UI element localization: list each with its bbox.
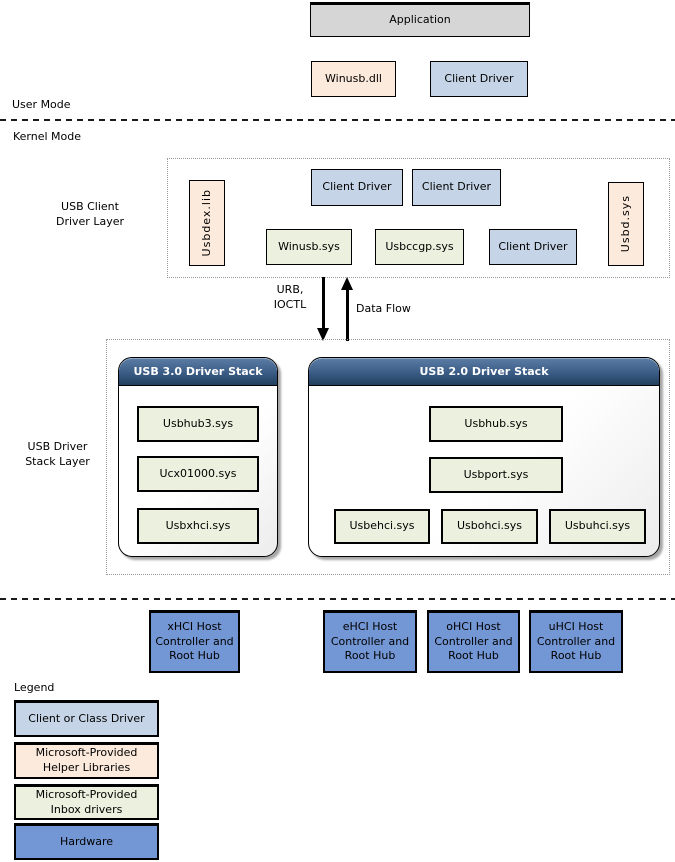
urb-ioctl-label: URB, IOCTL (273, 283, 307, 312)
application-box: Application (310, 2, 530, 37)
usbdex-lib-box: Usbdex.lib (189, 180, 225, 266)
usbhub-sys-box: Usbhub.sys (429, 406, 563, 442)
up-arrow-icon (341, 277, 353, 290)
legend-title: Legend (14, 681, 55, 694)
usbuhci-sys-box: Usbuhci.sys (549, 509, 646, 544)
usb2-stack-header: USB 2.0 Driver Stack (309, 358, 659, 386)
user-mode-label: User Mode (12, 98, 71, 111)
usbport-sys-box: Usbport.sys (429, 457, 563, 493)
legend-hardware: Hardware (14, 823, 159, 860)
usbd-sys-text: Usbd.sys (618, 195, 632, 253)
client-driver-box-3: Client Driver (489, 229, 577, 265)
down-arrow-icon (317, 328, 329, 341)
ucx01000-sys-box: Ucx01000.sys (137, 456, 259, 492)
legend-client-or-class-driver: Client or Class Driver (14, 700, 159, 737)
usb-driver-stack-layer-box (106, 339, 670, 575)
client-driver-box-2: Client Driver (412, 169, 501, 206)
data-flow-label: Data Flow (356, 302, 411, 315)
client-driver-box-1: Client Driver (311, 169, 403, 206)
usbd-sys-box: Usbd.sys (608, 182, 644, 266)
usb2-driver-stack: USB 2.0 Driver Stack Usbhub.sys Usbport.… (308, 357, 660, 557)
ehci-host-controller-box: eHCI Host Controller and Root Hub (323, 610, 417, 673)
down-arrow-shaft (322, 277, 325, 329)
up-arrow-shaft (346, 289, 349, 341)
usb-client-driver-layer-box (167, 158, 670, 278)
xhci-host-controller-box: xHCI Host Controller and Root Hub (149, 610, 240, 673)
usbxhci-sys-box: Usbxhci.sys (137, 508, 259, 544)
usb-client-driver-layer-label: USB Client Driver Layer (55, 200, 124, 229)
winusb-sys-box: Winusb.sys (266, 229, 352, 265)
winusb-dll-box: Winusb.dll (311, 61, 396, 97)
kernel-hardware-divider (0, 598, 675, 600)
client-driver-usermode-box: Client Driver (430, 61, 528, 97)
ohci-host-controller-box: oHCI Host Controller and Root Hub (427, 610, 520, 673)
usb-driver-stack-layer-label: USB Driver Stack Layer (25, 440, 90, 469)
usbohci-sys-box: Usbohci.sys (441, 509, 538, 544)
legend-helper-libraries: Microsoft-Provided Helper Libraries (14, 742, 159, 779)
kernel-mode-label: Kernel Mode (13, 130, 82, 143)
uhci-host-controller-box: uHCI Host Controller and Root Hub (529, 610, 623, 673)
legend-inbox-drivers: Microsoft-Provided Inbox drivers (14, 784, 159, 820)
user-kernel-divider (0, 119, 675, 121)
usbdex-lib-text: Usbdex.lib (199, 189, 213, 257)
usb3-driver-stack: USB 3.0 Driver Stack Usbhub3.sys Ucx0100… (118, 357, 278, 557)
usbehci-sys-box: Usbehci.sys (334, 509, 430, 544)
usbccgp-sys-box: Usbccgp.sys (375, 229, 464, 265)
usb3-stack-header: USB 3.0 Driver Stack (119, 358, 277, 386)
usbhub3-sys-box: Usbhub3.sys (137, 406, 259, 442)
